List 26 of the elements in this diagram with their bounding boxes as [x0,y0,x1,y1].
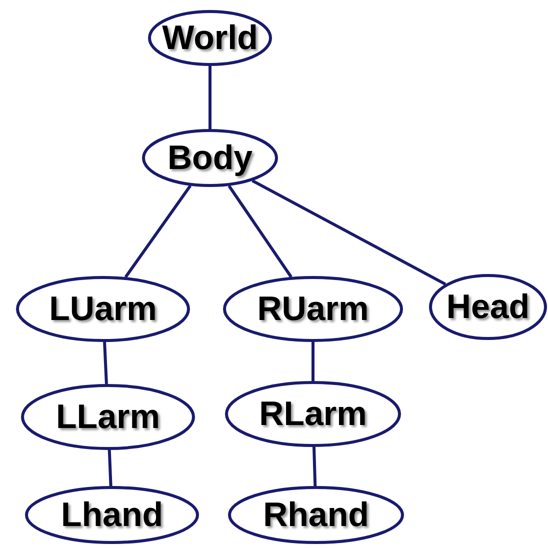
ellipse-node [225,381,401,447]
ellipse-node [228,486,404,544]
connector-line [312,342,314,381]
connector-line [312,446,317,486]
connector-line [208,66,212,129]
node-label: Lhand [61,496,163,534]
ellipse-node [223,276,403,342]
ellipse-node [148,10,272,66]
node-label: LLarm [56,398,160,436]
connector-line [103,342,108,384]
ellipse-node [142,129,278,187]
ellipse-node [21,384,195,450]
node-label: LUarm [49,290,157,328]
node-label: Rhand [263,496,369,534]
connector-line [228,185,292,278]
node-label: Head [446,288,530,326]
node-label: RUarm [257,290,369,328]
node-label: World [162,18,258,58]
node-label: Body [168,138,252,178]
ellipse-node [25,486,199,544]
node-label: RLarm [259,394,367,434]
ellipse-node [429,274,547,340]
connector-line [252,179,446,286]
connector-line [108,450,112,486]
connector-line [124,184,192,278]
ellipse-node [16,276,190,342]
